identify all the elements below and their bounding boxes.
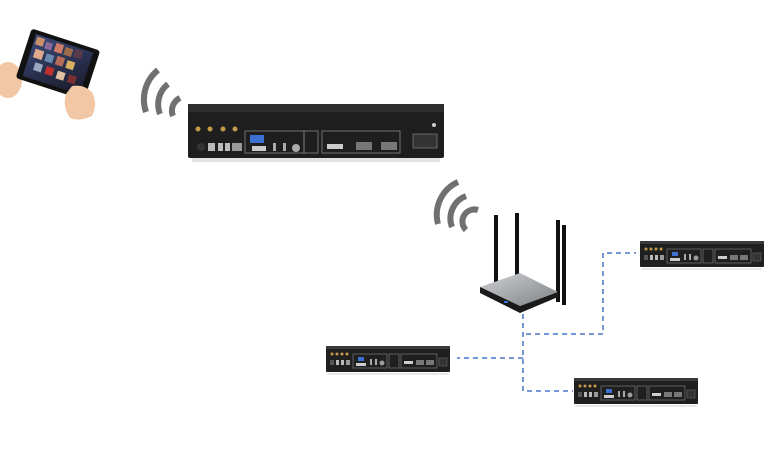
main-video-controller (188, 104, 444, 162)
router-antenna (556, 220, 560, 302)
network-links (457, 252, 636, 392)
link-router-controller-right-top (526, 252, 636, 335)
wifi-signal-icon (140, 67, 182, 118)
router-base (480, 287, 558, 313)
link-router-controller-right-bottom (522, 314, 573, 392)
controller-right-top (639, 240, 765, 271)
controller-left-bottom (325, 345, 451, 376)
router-antenna (562, 225, 566, 305)
right-hand (64, 85, 95, 120)
router-antenna (494, 215, 498, 291)
router-top (480, 273, 558, 306)
router-antenna (515, 213, 519, 289)
left-hand (0, 62, 22, 98)
wifi-signal-icon-router (433, 179, 479, 233)
tablet-controller (0, 29, 100, 120)
wifi-router (480, 213, 566, 313)
controller-right-bottom (573, 377, 699, 408)
